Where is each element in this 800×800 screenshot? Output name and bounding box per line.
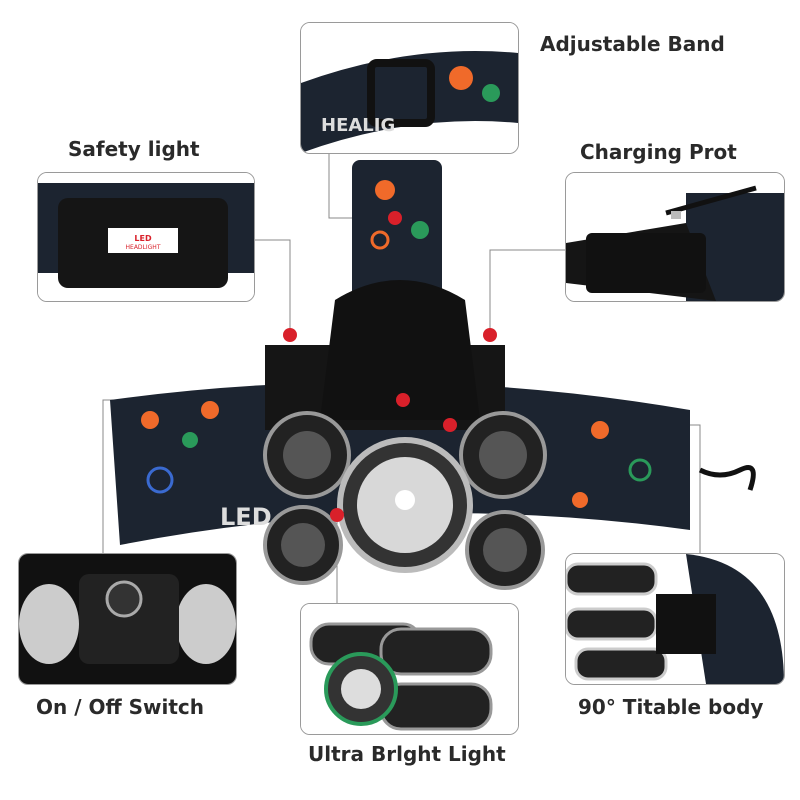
inset-adjustable-band: HEALIG [300,22,519,154]
cable [698,465,756,491]
lens-group [263,411,547,590]
svg-text:LED: LED [220,503,272,531]
svg-text:HEALIG: HEALIG [321,115,395,136]
inset-charging-port [565,172,785,302]
inset-ultra-bright-light [300,603,519,735]
label-safety-light: Safety light [68,137,200,161]
svg-text:LED: LED [134,234,152,243]
marker-dots [283,211,497,522]
label-tiltable-body: 90° Titable body [578,695,764,719]
label-on-off-switch: On / Off Switch [36,695,205,719]
inset-on-off-switch [18,553,237,685]
label-ultra-bright-light: Ultra Brlght Light [308,742,506,766]
band-dots [141,401,652,508]
label-charging-port: Charging Prot [580,140,737,164]
top-strap [352,160,442,310]
svg-text:HEADLIGHT: HEADLIGHT [126,244,161,251]
inset-tiltable-body [565,553,785,685]
lamp-housing [320,280,480,420]
label-adjustable-band: Adjustable Band [540,32,725,56]
